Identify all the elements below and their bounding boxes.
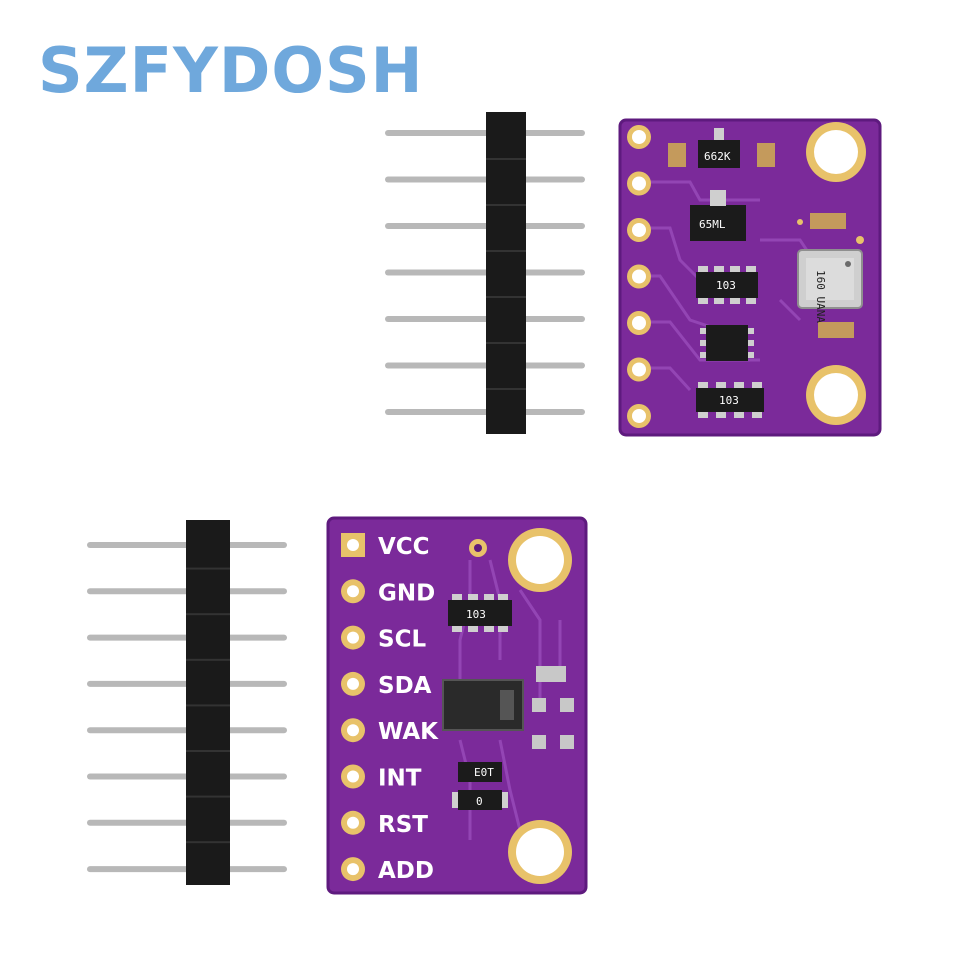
header-pin <box>385 130 585 136</box>
header-plastic <box>186 520 230 885</box>
chip-mark-e0t: E0T <box>474 766 494 779</box>
header-pin <box>385 176 585 183</box>
bottom-pin-header <box>87 520 287 885</box>
pin-label-int: INT <box>378 766 422 792</box>
pin-label-scl: SCL <box>378 627 426 653</box>
chip-mark-bottom-resistor: 103 <box>466 608 486 621</box>
header-pin <box>385 223 585 229</box>
header-pin <box>385 316 585 322</box>
top-pin-header <box>385 112 585 434</box>
header-pin <box>385 269 585 276</box>
pin-label-sda: SDA <box>378 673 432 699</box>
pin-label-gnd: GND <box>378 580 435 606</box>
header-pin <box>385 362 585 369</box>
pin-label-add: ADD <box>378 858 434 884</box>
top-sensor-board: 662K 65ML 103 103 160 UANA <box>618 118 882 437</box>
pin-label-wak: WAK <box>378 719 439 745</box>
chip-mark-sensor: 160 UANA <box>814 270 827 323</box>
header-pin <box>385 409 585 415</box>
chip-mark-sot23: 662K <box>704 150 731 163</box>
chip-mark-zero: 0 <box>476 795 483 808</box>
bottom-sensor-board: VCC GND SCL SDA WAK INT RST ADD 103 E0T 0 <box>326 516 588 895</box>
chip-mark-resistor-2: 103 <box>719 394 739 407</box>
chip-mark-resistor-1: 103 <box>716 279 736 292</box>
pin-label-rst: RST <box>378 812 428 838</box>
pin-label-vcc: VCC <box>378 534 430 560</box>
header-plastic <box>486 112 526 434</box>
brand-logo-text: SZFYDOSH <box>38 34 424 107</box>
chip-mark-regulator: 65ML <box>699 218 726 231</box>
